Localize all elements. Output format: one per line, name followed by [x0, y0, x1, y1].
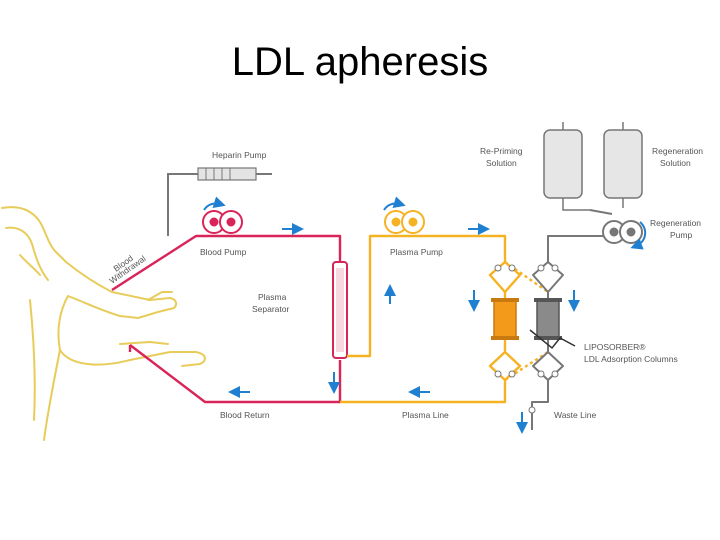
heparin-pump-label: Heparin Pump	[212, 150, 267, 160]
regeneration-solution-bag	[603, 122, 643, 208]
regeneration-solution-label-1: Regeneration	[652, 146, 703, 156]
liposorber-column-idle	[534, 298, 562, 340]
liposorber-label-1: LIPOSORBER®	[584, 342, 646, 352]
waste-line-label: Waste Line	[554, 410, 596, 420]
repriming-label-2: Solution	[486, 158, 517, 168]
diagram-labels: Heparin Pump Blood Withdrawal Blood Pump…	[107, 146, 703, 420]
regeneration-pump-label-1: Regeneration	[650, 218, 701, 228]
blood-pump-label: Blood Pump	[200, 247, 247, 257]
repriming-label-1: Re-Priming	[480, 146, 523, 156]
regeneration-pump	[602, 220, 643, 244]
plasma-separator	[332, 261, 348, 359]
valves	[494, 264, 559, 414]
plasma-pump	[384, 210, 425, 234]
heparin-pump	[167, 167, 272, 236]
patient-figure	[1, 206, 206, 441]
plasma-line-label: Plasma Line	[402, 410, 449, 420]
plasma-pump-label: Plasma Pump	[390, 247, 443, 257]
liposorber-column-active	[491, 298, 519, 340]
slide-title: LDL apheresis	[231, 40, 489, 84]
pump-rotation-arrows	[203, 196, 647, 250]
blood-return-label: Blood Return	[220, 410, 270, 420]
blood-pump	[202, 210, 243, 234]
plasma-circuit	[340, 234, 549, 404]
regeneration-solution-label-2: Solution	[660, 158, 691, 168]
plasma-separator-label-1: Plasma	[258, 292, 287, 302]
flow-arrows	[228, 223, 580, 434]
repriming-solution-bag	[543, 122, 590, 211]
regeneration-pump-label-2: Pump	[670, 230, 692, 240]
plasma-separator-label-2: Separator	[252, 304, 289, 314]
liposorber-label-2: LDL Adsorption Columns	[584, 354, 678, 364]
liposorber-pointer	[529, 329, 576, 350]
